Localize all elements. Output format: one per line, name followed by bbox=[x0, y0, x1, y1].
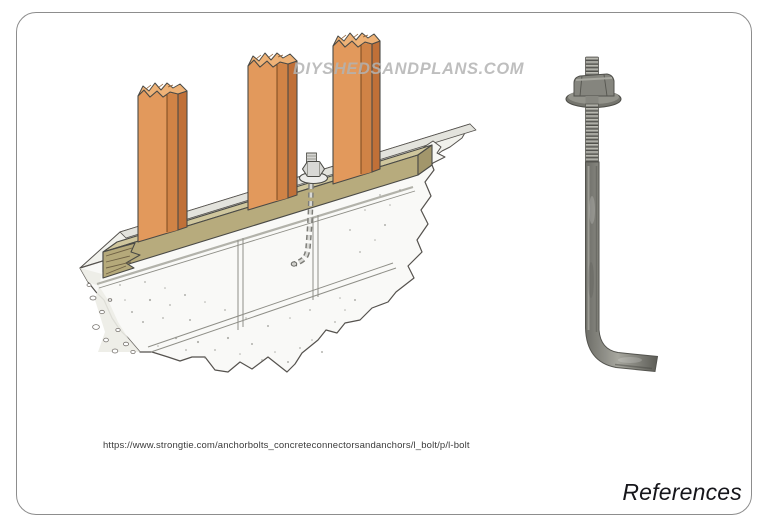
concrete-air-holes bbox=[86, 283, 136, 354]
wall-stud-middle bbox=[247, 52, 298, 211]
threaded-shaft bbox=[585, 96, 599, 165]
wall-stud-right bbox=[332, 32, 381, 185]
watermark-text: DIYSHEDSANDPLANS.COM bbox=[293, 60, 525, 78]
anchor-bolt-installation-diagram bbox=[79, 32, 477, 373]
anchor-bolt-diagram bbox=[290, 152, 329, 267]
reference-url[interactable]: https://www.strongtie.com/anchorbolts_co… bbox=[103, 440, 470, 451]
l-bolt-product-photo bbox=[565, 56, 659, 373]
hex-nut bbox=[573, 73, 615, 97]
references-heading: References bbox=[622, 479, 742, 505]
wall-stud-left bbox=[137, 82, 188, 243]
l-bend-shaft bbox=[585, 161, 659, 373]
